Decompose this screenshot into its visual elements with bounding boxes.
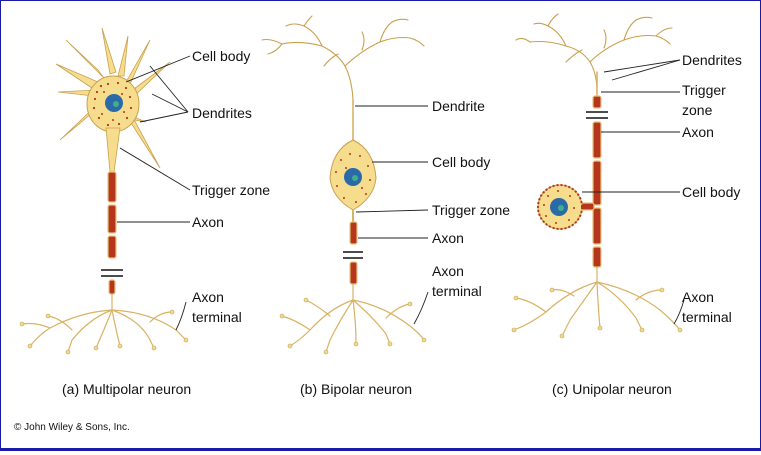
leader-line [355, 209, 429, 213]
label-trigger-zone: Trigger zone [192, 182, 270, 198]
label-axon-terminal-line2: terminal [432, 283, 482, 299]
unipolar-axon-terminal [513, 266, 681, 337]
label-cell-body: Cell body [432, 154, 490, 170]
multipolar-terminal-boutons [19, 309, 189, 355]
label-dendrite: Dendrite [432, 98, 485, 114]
bipolar-dendrites [261, 15, 425, 101]
unipolar-myelin-segment [592, 95, 602, 109]
unipolar-myelin-segment [592, 160, 602, 206]
leader-line [151, 93, 189, 113]
unipolar-nucleolus [558, 205, 564, 211]
bipolar-nissl [335, 153, 371, 203]
leader-line [673, 299, 685, 325]
unipolar-myelin-segment [592, 207, 602, 245]
unipolar-cell-body-rim [537, 184, 583, 230]
label-axon: Axon [682, 124, 714, 140]
leader-line [149, 65, 189, 113]
label-dendrites: Dendrites [682, 52, 742, 68]
label-axon: Axon [432, 230, 464, 246]
leader-line [175, 301, 187, 331]
label-axon-terminal-line1: Axon [432, 263, 464, 279]
multipolar-myelin-segment [108, 279, 116, 295]
leader-line [139, 111, 189, 123]
label-axon-terminal-line1: Axon [192, 289, 224, 305]
leader-line [125, 55, 191, 83]
label-cell-body: Cell body [682, 184, 740, 200]
multipolar-myelin-segment [107, 204, 117, 234]
bipolar-myelin-segment [349, 261, 358, 285]
multipolar-nucleolus [113, 101, 119, 107]
label-axon: Axon [192, 214, 224, 230]
multipolar-myelin-segment [107, 235, 117, 259]
caption-bipolar: (b) Bipolar neuron [300, 381, 412, 397]
label-trigger-zone-line1: Trigger [682, 82, 726, 98]
label-dendrites: Dendrites [192, 105, 252, 121]
copyright-notice: © John Wiley & Sons, Inc. [14, 422, 130, 433]
caption-unipolar: (c) Unipolar neuron [552, 381, 672, 397]
bipolar-terminal-boutons [279, 297, 427, 355]
leader-line [119, 147, 191, 191]
multipolar-neuron: Cell body Dendrites Trigger zone Axon Ax… [19, 27, 270, 397]
multipolar-axon-terminal [21, 293, 187, 353]
label-cell-body: Cell body [192, 48, 250, 64]
multipolar-axon-hillock [105, 127, 121, 173]
unipolar-terminal-boutons [511, 287, 683, 339]
label-axon-terminal-line2: terminal [192, 309, 242, 325]
label-axon-terminal-line1: Axon [682, 289, 714, 305]
label-trigger-zone-line2: zone [682, 102, 713, 118]
unipolar-nissl [543, 190, 575, 224]
leader-line [611, 59, 681, 81]
bipolar-axon-terminal [281, 283, 425, 353]
multipolar-nissl [92, 81, 133, 127]
caption-multipolar: (a) Multipolar neuron [62, 381, 191, 397]
bipolar-nucleolus [352, 175, 358, 181]
label-trigger-zone: Trigger zone [432, 202, 510, 218]
bipolar-myelin-segment [349, 221, 358, 245]
leader-line [603, 59, 681, 73]
unipolar-dendrites [515, 13, 673, 89]
unipolar-myelin-segment [592, 121, 602, 159]
bipolar-neuron: Dendrite Cell body Trigger zone Axon Axo… [261, 15, 510, 397]
multipolar-myelin-segment [107, 171, 117, 203]
label-axon-terminal-line2: terminal [682, 309, 732, 325]
leader-line [413, 291, 429, 325]
unipolar-myelin-segment [592, 246, 602, 268]
unipolar-neuron: Dendrites Trigger zone Axon Cell body Ax… [511, 13, 742, 397]
